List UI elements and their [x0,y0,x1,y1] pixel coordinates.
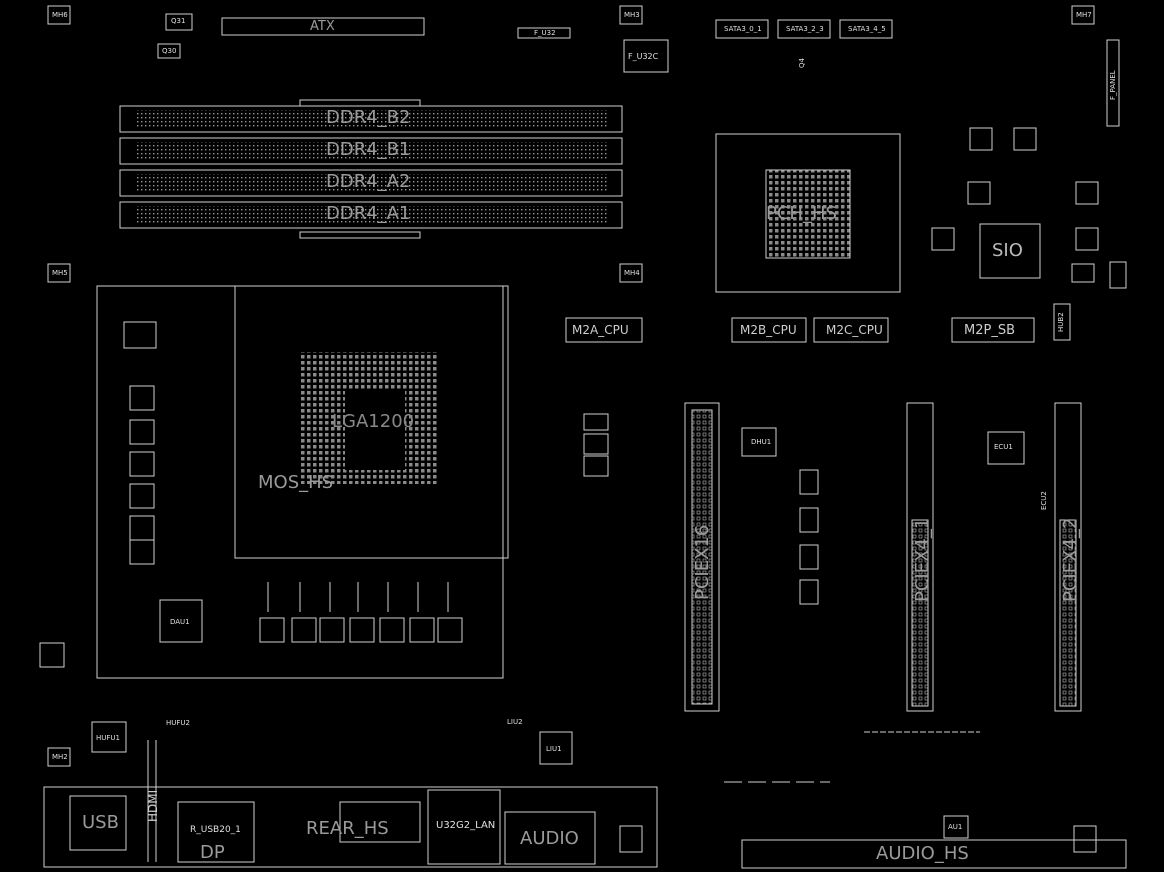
hufu2-label: HUFU2 [166,719,190,727]
mh2-label: MH2 [52,753,68,761]
liu1-label: LIU1 [546,745,562,753]
q30-label: Q30 [162,47,177,55]
ddr4-b1-label: DDR4_B1 [326,139,411,160]
m2c-cpu-label: M2C_CPU [826,323,883,337]
sio-label: SIO [992,240,1023,261]
pciex16-label: PCIEX16 [692,524,713,600]
dp-port-label: DP [200,842,225,863]
mh3-label: MH3 [624,11,640,19]
f-panel-label: F_PANEL [1109,70,1117,100]
audio-port-label: AUDIO [520,828,579,849]
mos-heatsink-label: MOS_HS [258,472,334,493]
dhu1-label: DHU1 [751,438,772,446]
ecu1-label: ECU1 [994,443,1013,451]
audio-heatsink-label: AUDIO_HS [876,843,969,864]
dau1-label: DAU1 [170,618,190,626]
mh6-label: MH6 [52,11,68,19]
q4-label: Q4 [798,58,806,68]
q31-label: Q31 [171,17,186,25]
sata3-45-label: SATA3_4_5 [848,25,886,33]
hufu1-label: HUFU1 [96,734,120,742]
atx-label: ATX [310,19,335,34]
sata3-23-label: SATA3_2_3 [786,25,824,33]
usb-port-label: USB [82,812,119,833]
hdmi-label: HDMI [146,789,160,822]
m2b-cpu-label: M2B_CPU [740,323,797,337]
rear-heatsink-label: REAR_HS [306,818,389,839]
hub2-label: HUB2 [1057,312,1065,332]
sata3-01-label: SATA3_0_1 [724,25,762,33]
pciex4-2-label: PCIEX4_2 [1060,517,1081,602]
pciex4-1-label: PCIEX4_1 [912,517,933,602]
au1-label: AU1 [948,823,963,831]
ecu2-label: ECU2 [1040,491,1048,510]
f-u32c-label: F_U32C [628,52,659,61]
m2p-sb-label: M2P_SB [964,323,1015,338]
ddr4-a1-label: DDR4_A1 [326,203,411,224]
mh4-label: MH4 [624,269,640,277]
mh7-label: MH7 [1076,11,1092,19]
ddr4-b2-label: DDR4_B2 [326,107,411,128]
u32g2-lan-label: U32G2_LAN [436,820,496,831]
pch-hs-label: PCH_HS [766,203,837,224]
mh5-label: MH5 [52,269,68,277]
m2a-cpu-label: M2A_CPU [572,323,629,337]
liu2-label: LIU2 [507,718,523,726]
f-u32-label: F_U32 [534,29,556,37]
r-usb20-label: R_USB20_1 [190,825,241,835]
cpu-socket-label: LGA1200 [332,411,415,432]
ddr4-a2-label: DDR4_A2 [326,171,411,192]
